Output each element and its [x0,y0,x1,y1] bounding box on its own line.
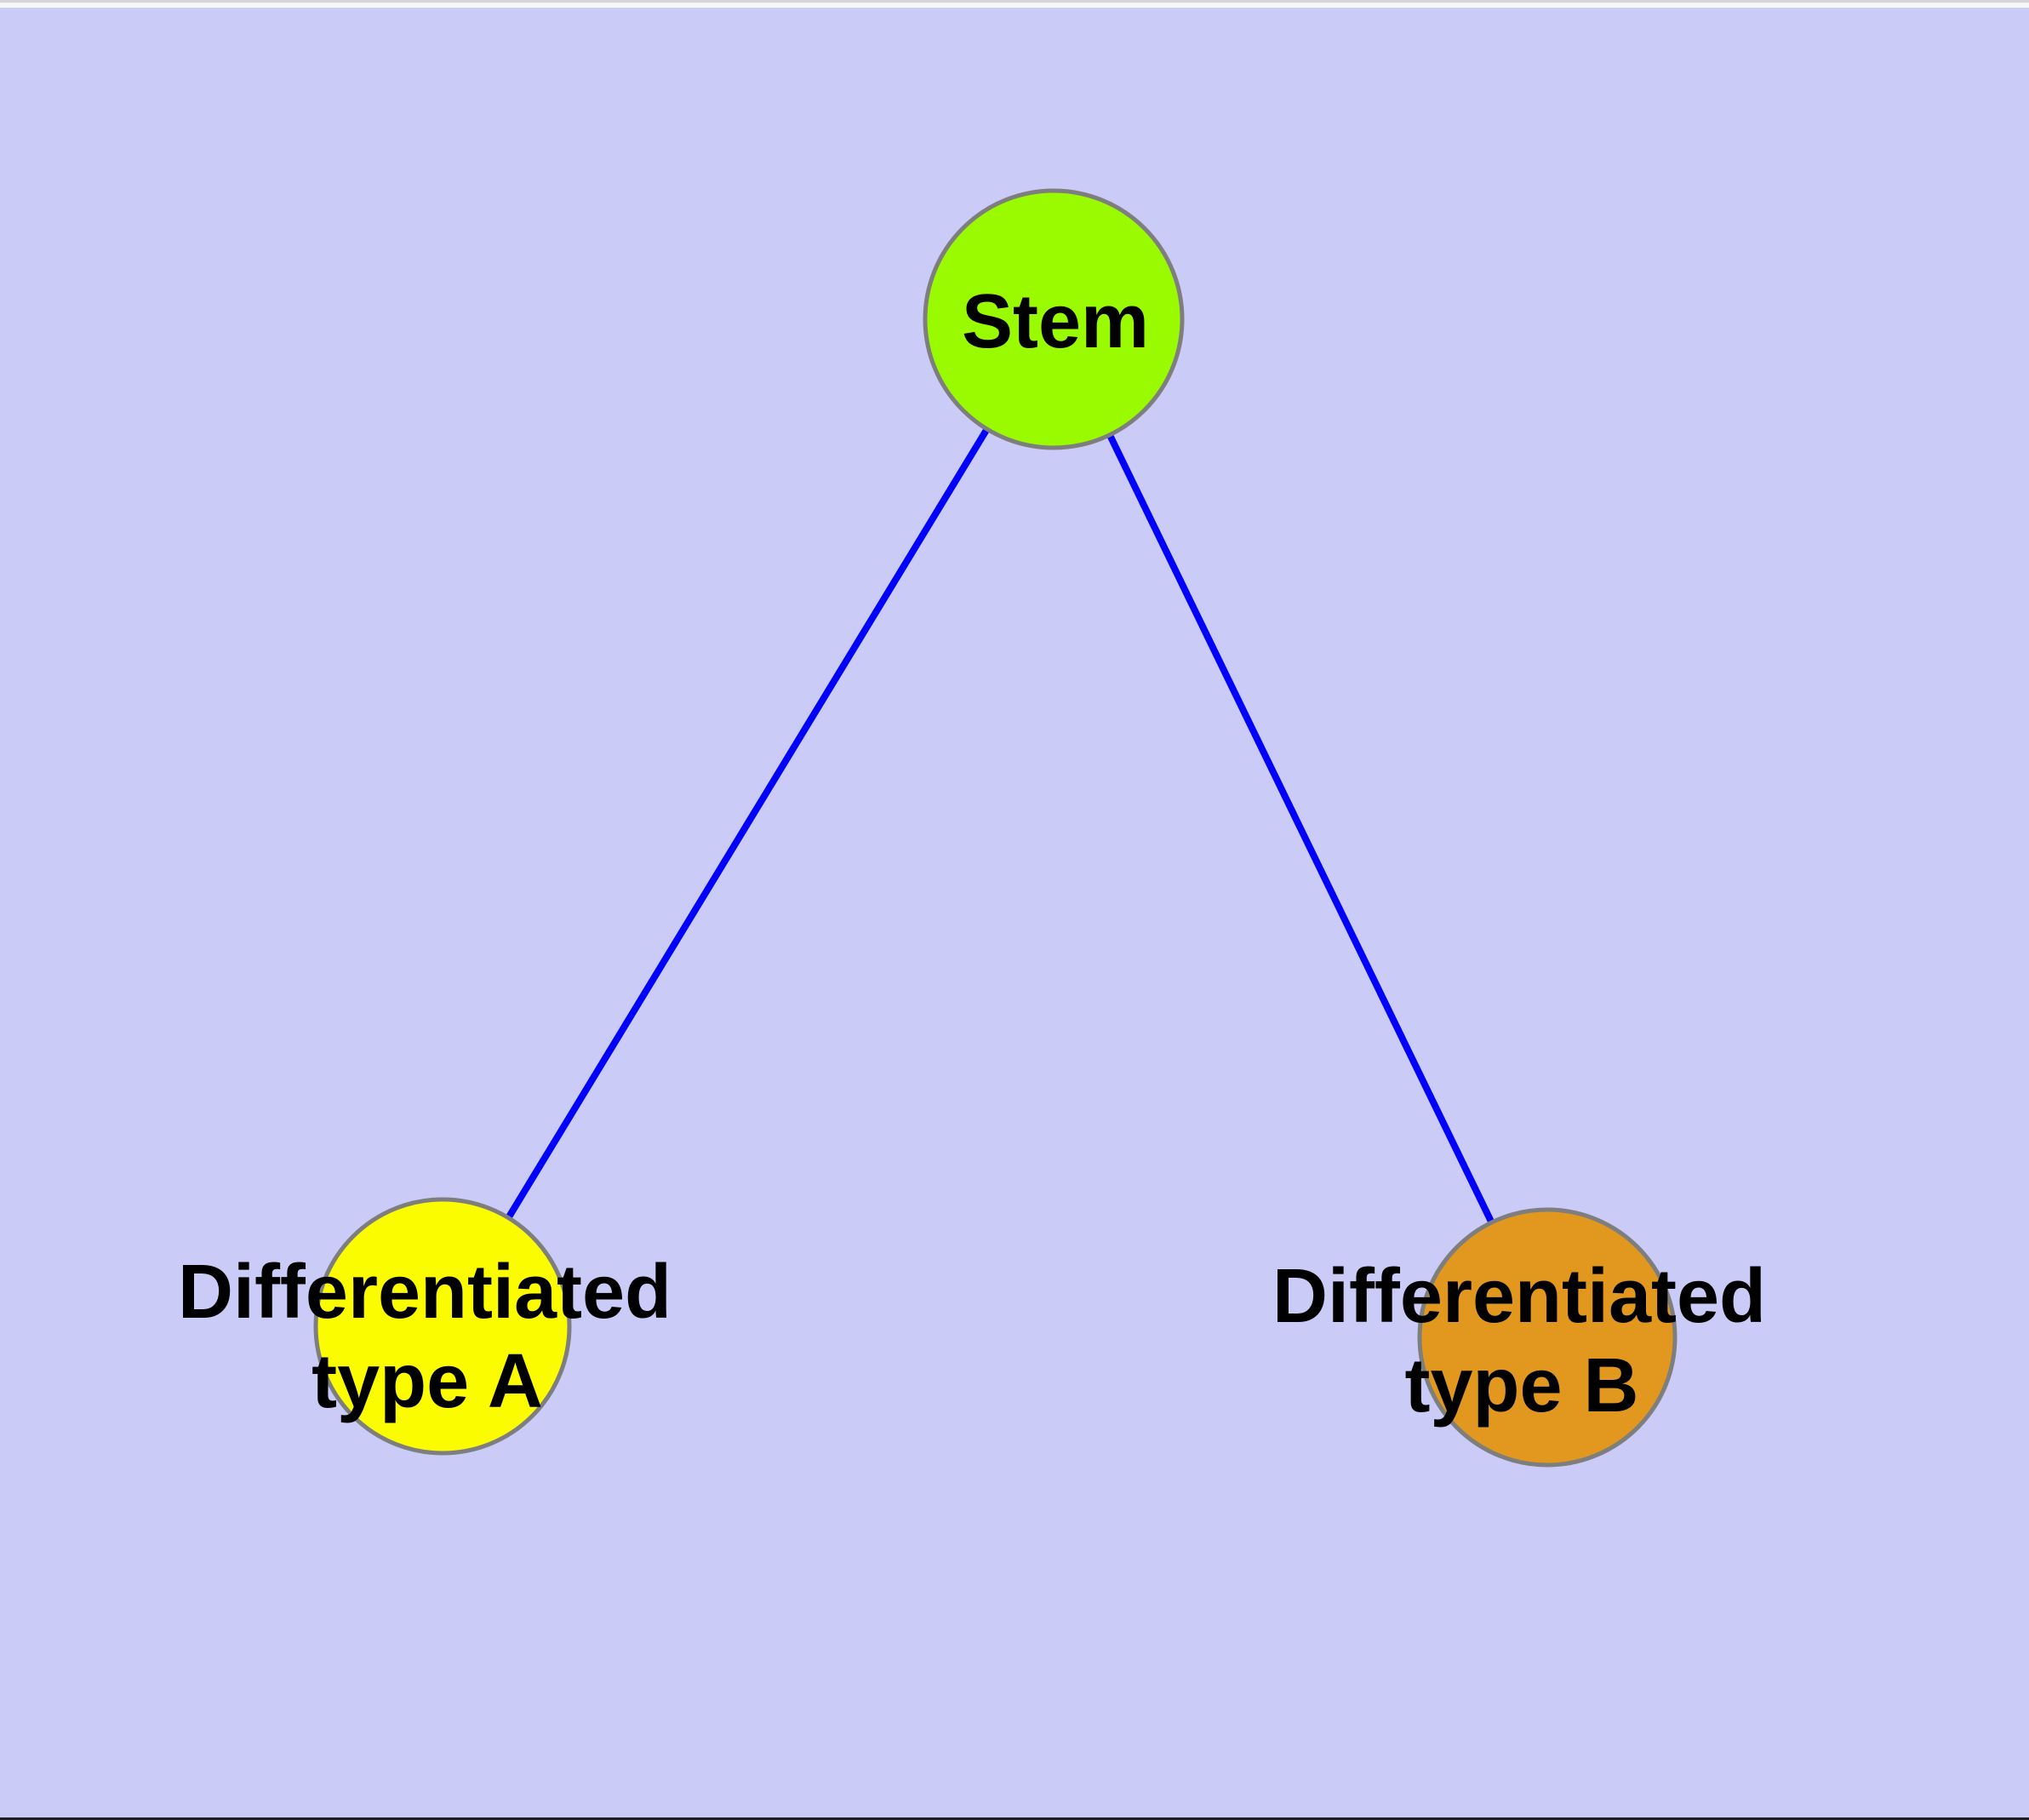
window-bottom-edge [0,1817,2029,1820]
node-type-a-label-line2: type A [311,1339,543,1424]
edge-layer [439,317,1551,1339]
edge-stem-to-type-b [1050,318,1551,1339]
node-differentiated-type-b [1417,1207,1677,1468]
edge-stem-to-type-a [439,317,1057,1329]
node-type-b-label-line2: type B [1404,1343,1638,1428]
node-layer [313,188,1677,1468]
node-type-a-label-line1: Differentiated [178,1250,672,1335]
node-type-b-label-line1: Differentiated [1272,1254,1766,1339]
node-stem [923,188,1185,450]
window-top-strip [0,3,2029,8]
node-differentiated-type-a [313,1197,572,1456]
node-stem-label: Stem [962,279,1149,364]
window-top-hairline [0,0,2029,3]
label-layer: Stem Differentiated type A Differentiate… [178,279,1766,1428]
